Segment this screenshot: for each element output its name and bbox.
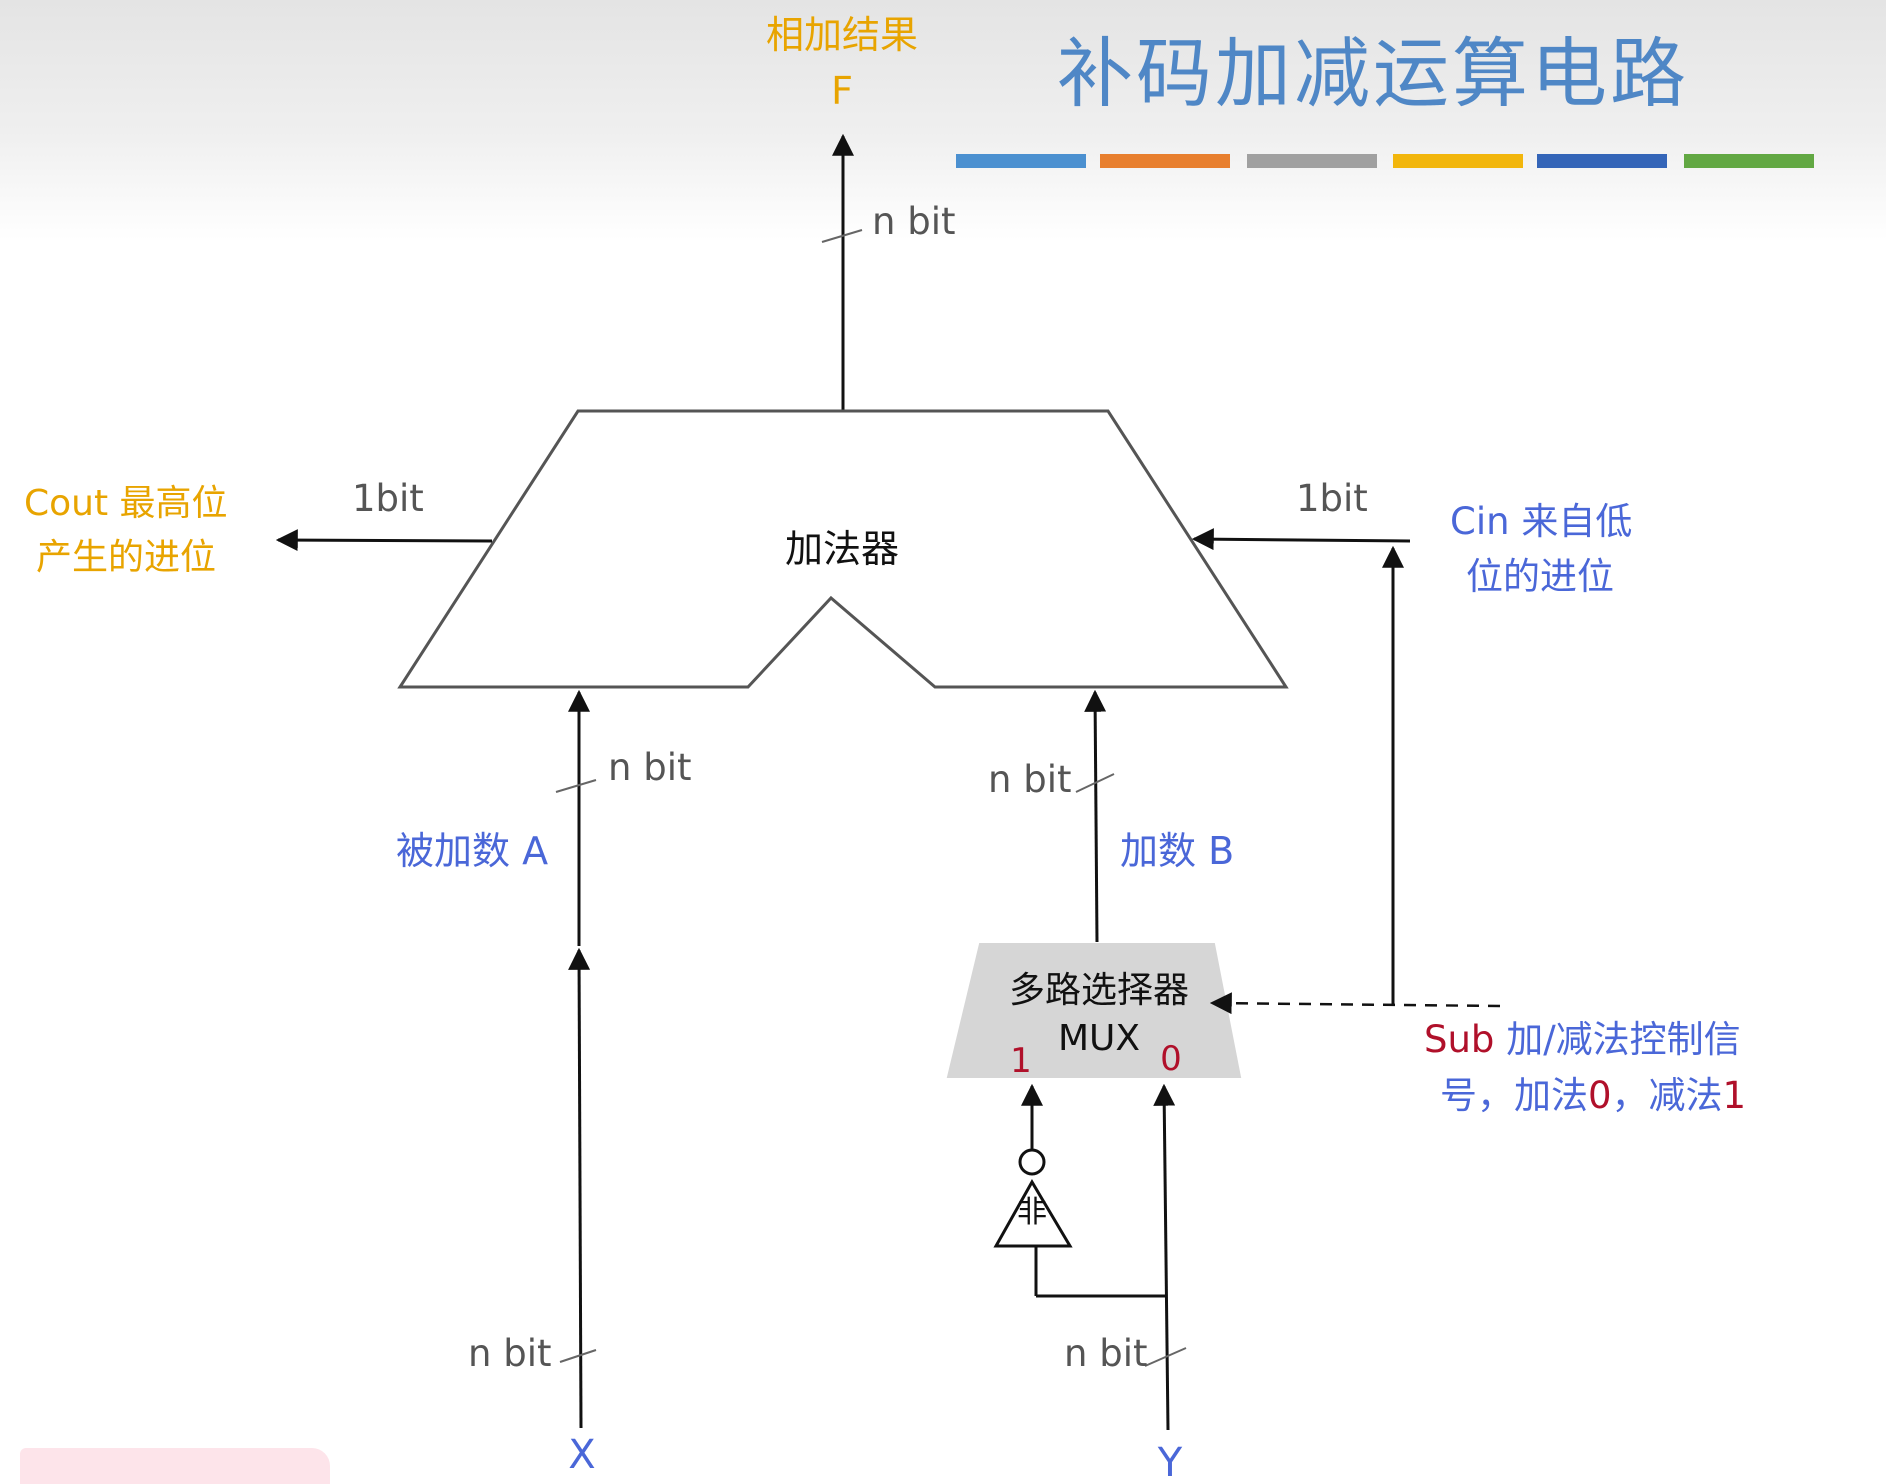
operand-b-label: 加数 B xyxy=(1120,829,1234,873)
a-bus-bit-label: n bit xyxy=(608,746,692,789)
not-gate xyxy=(993,1179,1073,1248)
output-label-f: F xyxy=(831,69,853,113)
not-gate-bubble xyxy=(1018,1148,1046,1176)
output-bus-tick xyxy=(821,229,863,243)
cout-wire xyxy=(275,529,493,552)
pink-decoration xyxy=(20,1448,330,1484)
sub-label-line2: 号，加法0，减法1 xyxy=(1440,1074,1746,1117)
b-bus-tick xyxy=(1075,773,1115,793)
mux-input-0-label: 0 xyxy=(1160,1039,1182,1079)
input-x-label: X xyxy=(568,1432,595,1478)
cout-label-line1: Cout 最高位 xyxy=(24,483,228,524)
sub-label-line2-a: 号，加法 xyxy=(1440,1074,1588,1117)
title-color-bars xyxy=(956,154,1814,168)
color-bar-yellow xyxy=(1393,154,1523,168)
y-bus-bit-label: n bit xyxy=(1064,1332,1148,1375)
not-gate-label: 非 xyxy=(1017,1195,1047,1230)
mux-label-line1: 多路选择器 xyxy=(1009,970,1189,1011)
operand-a-label: 被加数 A xyxy=(396,829,548,873)
sub-label-line2-c: ，减法 xyxy=(1612,1074,1723,1117)
color-bar-blue xyxy=(956,154,1086,168)
x-bus-tick xyxy=(559,1349,597,1363)
a-bus-tick xyxy=(555,779,597,793)
adder-label: 加法器 xyxy=(785,527,899,571)
cin-wire xyxy=(1191,528,1411,551)
sub-label-desc: 加/减法控制信 xyxy=(1494,1018,1740,1061)
input-y-label: Y xyxy=(1157,1440,1183,1484)
b-bus-wire xyxy=(1084,689,1107,943)
cout-bit-label: 1bit xyxy=(352,477,424,520)
sub-label-line2-b: 0 xyxy=(1588,1074,1612,1117)
header-background xyxy=(0,0,1886,240)
color-bar-orange xyxy=(1100,154,1230,168)
mux-block xyxy=(946,943,1242,1078)
x-wire xyxy=(568,947,591,1429)
output-label-line1: 相加结果 xyxy=(766,13,918,57)
page-title: 补码加减运算电路 xyxy=(1057,29,1689,118)
mux-label-mux: MUX xyxy=(1058,1018,1140,1059)
b-bus-bit-label: n bit xyxy=(988,758,1072,801)
cout-label-line2: 产生的进位 xyxy=(36,537,216,578)
color-bar-gray xyxy=(1247,154,1377,168)
x-bus-bit-label: n bit xyxy=(468,1332,552,1375)
adder-block xyxy=(397,409,1289,689)
color-bar-navy xyxy=(1537,154,1667,168)
sub-label-sub: Sub xyxy=(1424,1018,1494,1061)
color-bar-green xyxy=(1684,154,1814,168)
cin-label-line1: Cin 来自低 xyxy=(1450,500,1632,543)
y-wire xyxy=(1153,1083,1176,1431)
mux-input-1-label: 1 xyxy=(1010,1041,1032,1081)
cin-bit-label: 1bit xyxy=(1296,477,1368,520)
sub-label-line1: Sub 加/减法控制信 xyxy=(1424,1018,1741,1061)
sub-control-dashed-wire xyxy=(1209,992,1501,1015)
cin-label-line2: 位的进位 xyxy=(1466,555,1614,598)
y-bus-tick xyxy=(1144,1347,1187,1367)
output-bit-label: n bit xyxy=(872,200,956,243)
sub-label-line2-d: 1 xyxy=(1723,1074,1747,1117)
